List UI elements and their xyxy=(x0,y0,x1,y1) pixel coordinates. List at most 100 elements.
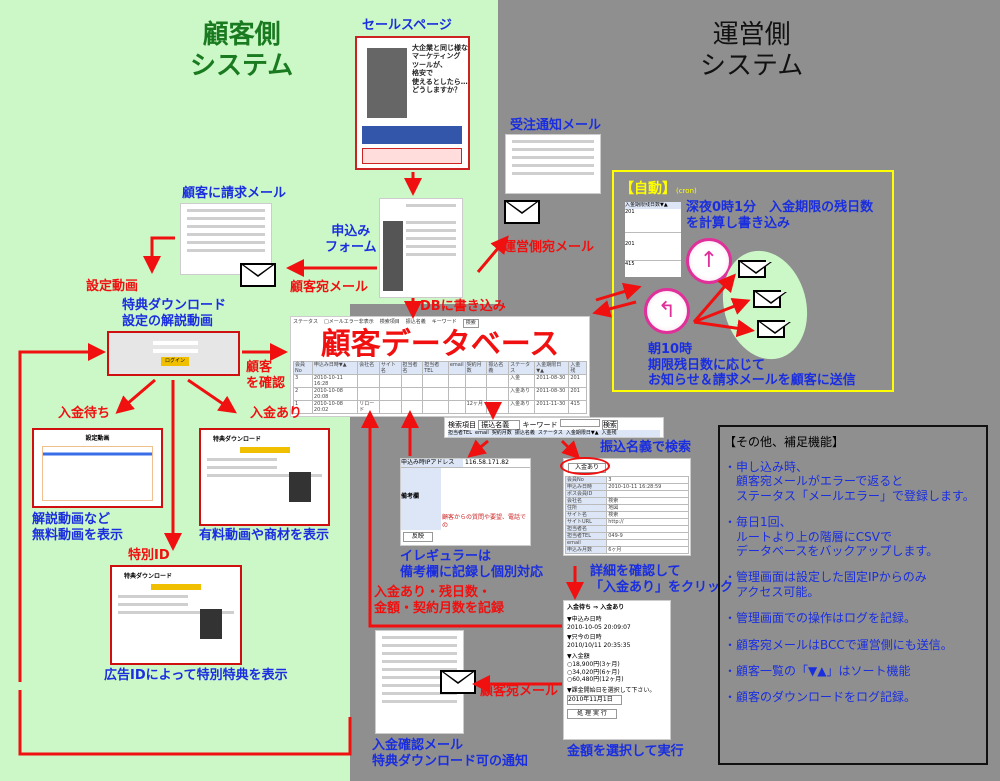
paid-label: 入金あり xyxy=(250,406,303,421)
thumb-title: 特典ダウンロード xyxy=(124,573,173,580)
note-item: ・顧客のダウンロードをログ記録。 xyxy=(724,690,917,705)
db-column-header[interactable]: 振込名義 xyxy=(486,361,510,375)
db-search-button[interactable]: 検索 xyxy=(462,319,479,328)
notes-textarea[interactable]: 顧客からの質問や要望、電話での xyxy=(441,468,530,530)
amount-label: ▼入金額 xyxy=(567,652,590,660)
db-filter-field-value[interactable]: 振込名義 xyxy=(405,319,426,325)
setup-video-label: 設定動画 xyxy=(86,279,139,294)
table-cell: 入金あり xyxy=(508,400,536,414)
tutorial-video-label: 特典ダウンロード 設定の解説動画 xyxy=(122,298,227,329)
db-column-header[interactable]: ステータス xyxy=(508,361,536,375)
table-cell: 415 xyxy=(568,400,587,414)
amount-option[interactable]: ○34,020円(6ヶ月) xyxy=(567,668,620,676)
db-write-label: DBに書き込み xyxy=(420,299,506,314)
apply-button[interactable]: 反映 xyxy=(403,532,434,542)
detail-value: 6ヶ月 xyxy=(606,546,689,554)
operator-side-title: 運営側 システム xyxy=(700,20,804,82)
special-description: 広告IDによって特別特典を表示 xyxy=(104,668,288,683)
search-button[interactable]: 検索 xyxy=(601,420,618,430)
thumb-title: 特典ダウンロード xyxy=(213,436,262,443)
payment-form: 入金待ち ⇒ 入金あり ▼申込み日時 2010-10-05 20:09:07 ▼… xyxy=(563,600,671,740)
special-download-thumbnail: 特典ダウンロード xyxy=(110,565,242,665)
waiting-label: 入金待ち xyxy=(58,406,111,421)
keyword-label: キーワード xyxy=(522,421,558,429)
remaining-days-table: 入金期限残日数▼▲ 201 201 415 xyxy=(625,202,681,277)
notes-label: 備考欄 xyxy=(401,468,441,530)
envelope-icon xyxy=(240,263,276,287)
cron-label: (cron) xyxy=(676,187,697,195)
detail-label: 申込み月数 xyxy=(564,546,608,554)
amount-option[interactable]: ○60,480円(12ヶ月) xyxy=(567,676,624,684)
search-field-label: 検索項目 xyxy=(448,421,476,429)
search-column-header[interactable]: 振込名義 xyxy=(514,430,535,436)
db-filter-mail-error[interactable]: □メールエラー非表示 xyxy=(324,319,374,325)
search-column-header[interactable]: email xyxy=(475,430,489,436)
execute-button[interactable]: 処 理 実 行 xyxy=(567,708,617,719)
sales-banner-red xyxy=(362,148,462,164)
notes-hint: 顧客からの質問や要望、電話での xyxy=(442,514,527,529)
envelope-icon xyxy=(504,200,540,224)
amount-option[interactable]: ○18,900円(3ヶ月) xyxy=(567,660,620,668)
search-column-header[interactable]: 契約月数 xyxy=(491,430,512,436)
envelope-icon xyxy=(753,290,787,308)
morning-text: 朝10時 期限残日数に応じて お知らせ＆請求メールを顧客に送信 xyxy=(648,342,856,389)
note-item: ・申し込み時、 顧客宛メールがエラーで返ると ステータス「メールエラー」で登録し… xyxy=(724,460,975,503)
remaining-value: 201 xyxy=(625,233,681,261)
table-cell: 2011-11-30 xyxy=(534,400,570,414)
billing-mail-label: 顧客に請求メール xyxy=(182,186,287,201)
note-item: ・顧客一覧の「▼▲」はソート機能 xyxy=(724,663,911,678)
notes-box: 【その他、補足機能】 ・申し込み時、 顧客宛メールがエラーで返ると ステータス「… xyxy=(718,425,988,765)
search-column-header[interactable]: ステータス xyxy=(537,430,563,436)
db-filter-status[interactable]: ステータス xyxy=(293,319,319,325)
search-field-select[interactable]: 振込名義 xyxy=(478,420,521,430)
table-cell: 2010-10-08 20:02 xyxy=(311,400,359,414)
keyword-input[interactable] xyxy=(559,419,600,427)
table-cell: 12ヶ月 xyxy=(464,400,488,414)
paid-download-thumbnail: 特典ダウンロード xyxy=(199,428,330,526)
db-filter-keyword[interactable]: キーワード xyxy=(431,319,457,325)
search-column-header[interactable]: 入金残 xyxy=(601,430,617,436)
application-form-thumbnail xyxy=(379,198,463,298)
search-column-header[interactable]: 入金期限日▼▲ xyxy=(565,430,599,436)
operator-mail-label: 運営側宛メール xyxy=(503,240,595,255)
paid-description: 有料動画や商材を表示 xyxy=(199,528,330,543)
order-mail-label: 受注通知メール xyxy=(510,118,602,133)
start-date-label: ▼課金開始日を選択して下さい。 xyxy=(567,687,656,695)
apply-date-label: ▼申込み日時 xyxy=(567,615,602,623)
search-column-header[interactable]: 担当者TEL xyxy=(448,430,472,436)
sales-banner xyxy=(362,126,462,144)
ip-value: 116.58.171.82 xyxy=(465,459,509,466)
form-label: 申込み フォーム xyxy=(325,224,377,255)
sales-headline: 大企業と同じ様な マーケティング ツールが、 格安で 使えるとしたら… どうしま… xyxy=(412,44,468,94)
envelope-icon xyxy=(757,320,791,338)
midnight-text: 深夜0時1分 入金期限の残日数 を計算し書き込み xyxy=(686,200,874,231)
record-label: 入金あり・残日数・ 金額・契約月数を記録 xyxy=(374,585,505,616)
customer-database-table: ステータス □メールエラー非表示 検索項目 振込名義 キーワード 検索 顧客デー… xyxy=(290,316,590,417)
db-column-header[interactable]: 入金期限日▼▲ xyxy=(534,361,570,375)
db-column-header[interactable]: 申込み日時▼▲ xyxy=(311,361,359,375)
note-item: ・管理画面での操作はログを記録。 xyxy=(724,611,917,626)
db-filter-field[interactable]: 検索項目 xyxy=(379,319,400,325)
remaining-value: 201 xyxy=(625,209,681,233)
tutorial-video-thumbnail[interactable]: ログイン xyxy=(107,331,240,376)
select-amount-label: 金額を選択して実行 xyxy=(567,744,684,759)
now-label: ▼只今の日時 xyxy=(567,634,602,642)
start-date-select[interactable]: 2010年11月1日 xyxy=(567,694,622,705)
confirm-customer-label: 顧客 を確認 xyxy=(246,360,286,391)
video-login-button[interactable]: ログイン xyxy=(161,357,189,366)
sales-page-label: セールスページ xyxy=(362,18,452,33)
remaining-header: 入金期限残日数▼▲ xyxy=(625,202,681,209)
database-title: 顧客データベース xyxy=(320,327,560,362)
auto-box: 【自動】(cron) 入金期限残日数▼▲ 201 201 415 深夜0時1分 … xyxy=(612,170,894,392)
note-item: ・管理画面は設定した固定IPからのみ アクセス可能。 xyxy=(724,570,927,599)
now-value: 2010/10/11 20:35:35 xyxy=(567,642,631,650)
confirm-mail-label: 入金確認メール 特典ダウンロード可の通知 xyxy=(372,738,529,769)
auto-title: 【自動】 xyxy=(620,181,676,197)
ip-label: 申込み時IPアドレス xyxy=(401,459,463,467)
